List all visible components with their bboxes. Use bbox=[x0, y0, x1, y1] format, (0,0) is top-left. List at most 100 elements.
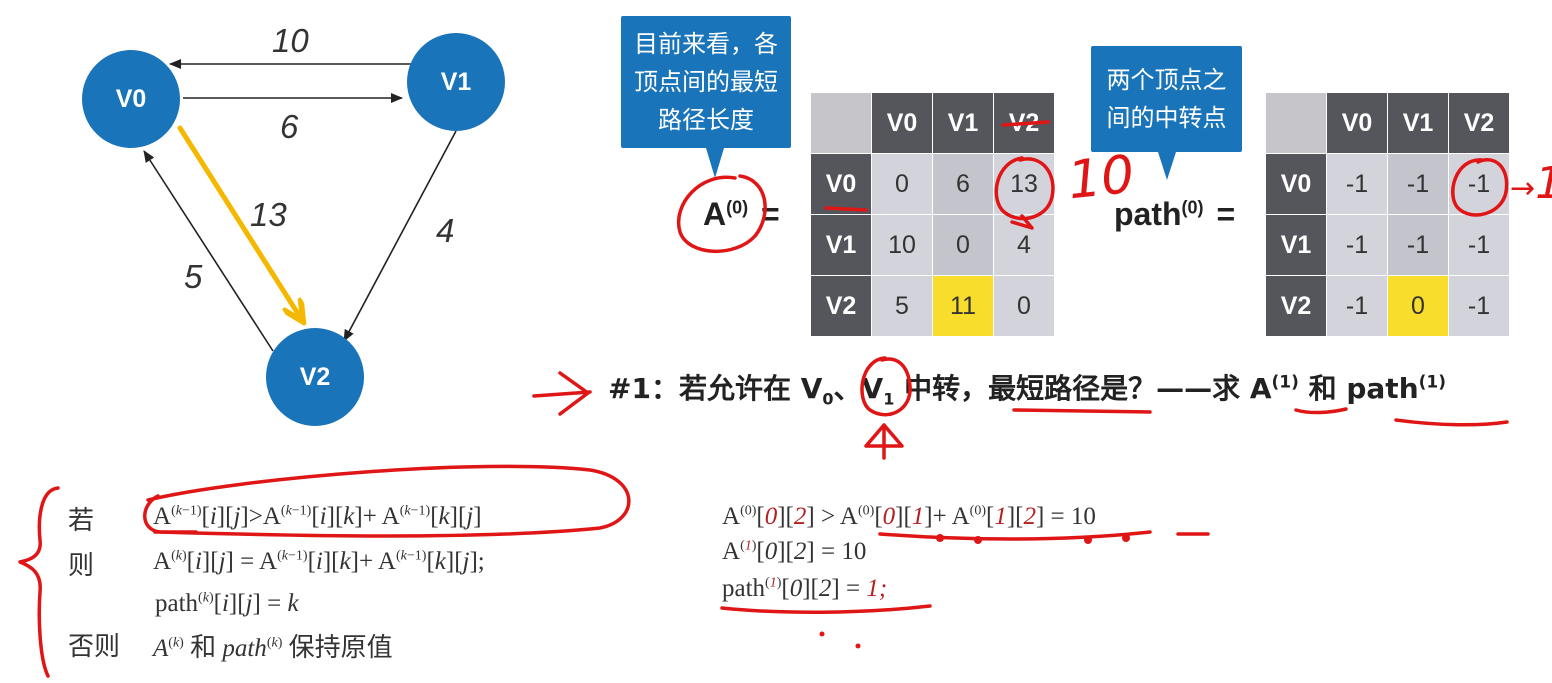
matrix-cell: -1 bbox=[1327, 276, 1387, 336]
underline-path1 bbox=[1394, 418, 1509, 427]
question-line: #1：若允许在 V0、V1 中转，最短路径是？——求 A(1) 和 path(1… bbox=[608, 367, 1446, 409]
matrix-a: V0 V1 V2 V0 0 6 13 V1 10 0 4 V2 5 11 0 bbox=[810, 92, 1055, 337]
handwritten-one: →1 bbox=[1510, 158, 1552, 209]
row-header: V0 bbox=[1266, 154, 1326, 214]
left-brace bbox=[18, 486, 60, 678]
matrix-cell: 0 bbox=[933, 215, 993, 275]
edge-label-v0-v1: 6 bbox=[280, 108, 299, 145]
callout-line: 间的中转点 bbox=[1106, 104, 1227, 132]
matrix-cell: 0 bbox=[994, 276, 1054, 336]
rule-then-assign: A(k)[i][j] = A(k−1)[i][k]+ A(k−1)[k][j]; bbox=[153, 548, 485, 575]
matrix-cell: -1 bbox=[1388, 215, 1448, 275]
example-compare: A(0)[0][2] > A(0)[0][1]+ A(0)[1][2] = 10 bbox=[722, 503, 1096, 530]
matrix-cell: -1 bbox=[1327, 154, 1387, 214]
handwritten-ten: 10 bbox=[1065, 144, 1138, 212]
matrix-path: V0 V1 V2 V0 -1 -1 -1 V1 -1 -1 -1 V2 -1 0… bbox=[1265, 92, 1510, 337]
question-mid: 中转，最短路径是？——求 A bbox=[894, 372, 1272, 405]
underline-shortest bbox=[1012, 408, 1152, 414]
matrix-cell: 10 bbox=[872, 215, 932, 275]
matrix-cell-highlighted: 0 bbox=[1388, 276, 1448, 336]
example-assign: A(1)[0][2] = 10 bbox=[722, 538, 867, 565]
matrix-cell: -1 bbox=[1327, 215, 1387, 275]
rule-else-label: 否则 bbox=[68, 632, 121, 662]
callout-tail bbox=[1158, 152, 1176, 180]
row-header: V1 bbox=[811, 215, 871, 275]
matrix-cell: 0 bbox=[872, 154, 932, 214]
row-header: V2 bbox=[1266, 276, 1326, 336]
equals-sign: = bbox=[761, 196, 780, 232]
question-and: 和 path bbox=[1298, 372, 1419, 405]
matrix-cell: 5 bbox=[872, 276, 932, 336]
underline-compare bbox=[878, 530, 1152, 541]
col-header: V0 bbox=[872, 93, 932, 153]
graph-diagram bbox=[143, 59, 457, 352]
matrix-cell: -1 bbox=[1449, 215, 1509, 275]
matrix-corner bbox=[1266, 93, 1326, 153]
edge-label-v1-v0: 10 bbox=[272, 22, 309, 59]
matrix-cell: 13 bbox=[994, 154, 1054, 214]
rule-if-label: 若 bbox=[68, 506, 95, 536]
edge-label-v1-v2: 4 bbox=[436, 212, 455, 249]
col-header: V2 bbox=[1449, 93, 1509, 153]
rule-then-path: path(k)[i][j] = k bbox=[155, 590, 299, 617]
row-header: V0 bbox=[811, 154, 871, 214]
question-sep: 、V bbox=[833, 372, 884, 405]
node-v2: V2 bbox=[266, 328, 364, 426]
edge-v0-v2 bbox=[177, 125, 302, 320]
matrix-path-label: path(0) = bbox=[1114, 196, 1235, 233]
question-prefix: #1：若允许在 V bbox=[608, 372, 823, 405]
edge-v2-v0 bbox=[143, 150, 274, 352]
matrix-cell: -1 bbox=[1449, 154, 1509, 214]
col-header: V0 bbox=[1327, 93, 1387, 153]
label-sup: (0) bbox=[1181, 197, 1204, 218]
dot bbox=[1084, 536, 1092, 544]
equals-sign: = bbox=[1216, 196, 1236, 232]
row-header: V2 bbox=[811, 276, 871, 336]
rule-else-text: A(k) 和 path(k) 保持原值 bbox=[153, 633, 393, 663]
matrix-cell: 4 bbox=[994, 215, 1054, 275]
matrix-a-label: A(0) = bbox=[703, 196, 780, 233]
node-v0: V0 bbox=[82, 50, 180, 148]
matrix-corner bbox=[811, 93, 871, 153]
callout-transit-point: 两个顶点之 间的中转点 bbox=[1091, 46, 1242, 152]
callout-line: 两个顶点之 bbox=[1106, 66, 1227, 94]
arrow-below-v1 bbox=[864, 423, 904, 460]
rule-else-keep: 保持原值 bbox=[288, 633, 393, 663]
dot bbox=[936, 534, 944, 542]
edge-v1-v2 bbox=[343, 130, 457, 342]
rule-and-word: 和 bbox=[190, 633, 217, 663]
handwritten-one-digit: 1 bbox=[1535, 158, 1552, 209]
dot bbox=[819, 631, 825, 637]
superscript: (1) bbox=[1271, 372, 1299, 393]
matrix-cell: 6 bbox=[933, 154, 993, 214]
col-header: V1 bbox=[933, 93, 993, 153]
callout-line: 路径长度 bbox=[658, 106, 754, 134]
subscript: 0 bbox=[822, 389, 834, 409]
matrix-cell: -1 bbox=[1449, 276, 1509, 336]
dot bbox=[974, 536, 982, 544]
underline-a1 bbox=[1294, 407, 1348, 415]
node-v1: V1 bbox=[407, 33, 505, 131]
handwritten-arrow: → bbox=[1510, 171, 1536, 206]
callout-line: 目前来看，各 bbox=[634, 30, 778, 58]
row-header: V1 bbox=[1266, 215, 1326, 275]
edge-label-v2-v0: 5 bbox=[184, 258, 203, 295]
col-header: V2 bbox=[994, 93, 1054, 153]
label-base: path bbox=[1114, 196, 1182, 232]
callout-line: 顶点间的最短 bbox=[634, 68, 778, 96]
col-header: V1 bbox=[1388, 93, 1448, 153]
subscript: 1 bbox=[883, 389, 895, 409]
example-path: path(1)[0][2] = 1; bbox=[722, 575, 888, 602]
dot bbox=[1122, 534, 1130, 542]
edge-label-v0-v2: 13 bbox=[250, 196, 287, 233]
callout-tail bbox=[706, 148, 724, 178]
rule-if-condition: A(k−1)[i][j]>A(k−1)[i][k]+ A(k−1)[k][j] bbox=[153, 503, 482, 530]
label-sup: (0) bbox=[726, 197, 749, 218]
superscript: (1) bbox=[1418, 372, 1447, 393]
matrix-cell: -1 bbox=[1388, 154, 1448, 214]
matrix-cell-highlighted: 11 bbox=[933, 276, 993, 336]
underline-path-result bbox=[720, 604, 932, 615]
dot bbox=[855, 643, 861, 649]
rule-then-label: 则 bbox=[68, 551, 95, 581]
callout-shortest-path: 目前来看，各 顶点间的最短 路径长度 bbox=[621, 16, 791, 148]
